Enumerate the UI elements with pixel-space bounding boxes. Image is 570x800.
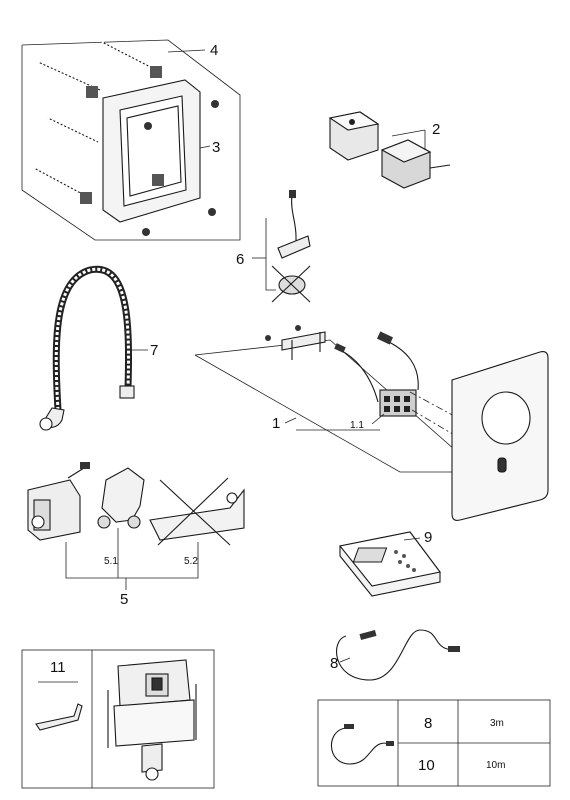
flexible-hose: 7 [39, 265, 158, 431]
cross-out-icon [271, 265, 311, 303]
screw [142, 100, 219, 236]
infrared-window-icon [481, 391, 531, 445]
spare-part-number: 11 [50, 659, 66, 676]
cable-row-1-length: 3m [490, 718, 504, 729]
callout-1-1: 1.1 [350, 420, 364, 431]
callout-5-1: 5.1 [104, 556, 118, 567]
callout-4: 4 [210, 42, 218, 59]
callout-5-2: 5.2 [184, 556, 198, 567]
callout-8: 8 [330, 655, 338, 672]
bracket-icon [35, 703, 83, 731]
cistern-frame [107, 659, 197, 781]
float-valve-bracket [101, 467, 145, 523]
cable-icon [330, 727, 391, 765]
connector-cable-group: 6 [236, 190, 311, 303]
cable-row-2-length: 10m [486, 760, 505, 771]
hex-nut [80, 66, 164, 204]
cistern-parts-group: 5.1 5.2 5 [27, 462, 245, 608]
cable-row-2-part: 10 [418, 757, 435, 774]
remote-control-group: 9 [339, 529, 441, 597]
cable-row-1-part: 8 [424, 715, 432, 732]
power-box-group: 2 [328, 111, 451, 189]
extension-cable-group: 8 [330, 629, 460, 681]
callout-7: 7 [150, 342, 158, 359]
callout-5: 5 [120, 591, 128, 608]
callout-9: 9 [424, 529, 432, 546]
flush-plate-group: 1 1.1 [194, 325, 549, 521]
threaded-rod [33, 41, 161, 197]
cross-out-icon [159, 479, 231, 546]
callout-3: 3 [212, 139, 220, 156]
spare-part-table: 11 [21, 649, 215, 789]
callout-6: 6 [236, 251, 244, 268]
excluded-connector [271, 265, 311, 303]
mounting-frame-group: 4 3 [21, 39, 241, 241]
cable-length-table: 8 3m 10 10m [317, 699, 551, 787]
callout-2: 2 [432, 121, 440, 138]
electronics-module [379, 389, 417, 417]
callout-1: 1 [272, 415, 280, 432]
